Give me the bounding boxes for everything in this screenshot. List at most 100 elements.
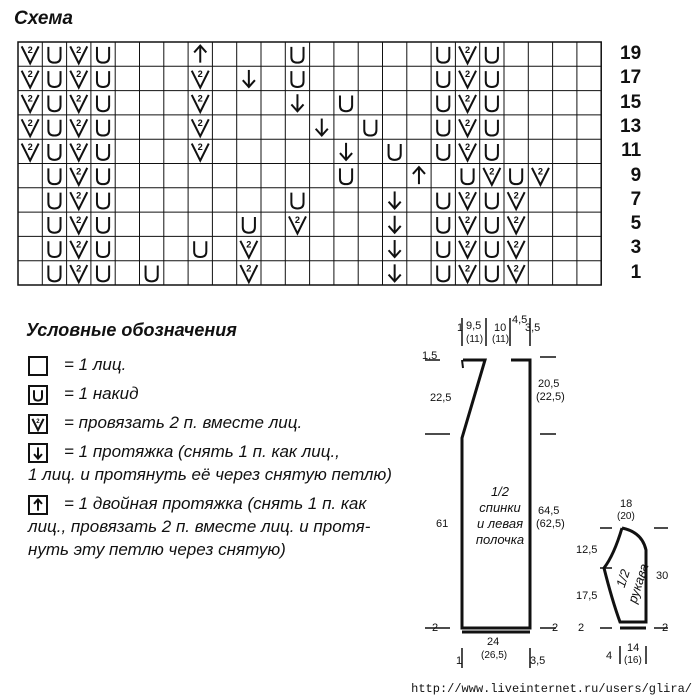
- chart-grid: [17, 41, 602, 286]
- yarn-over-symbol: [509, 168, 524, 186]
- yarn-over-symbol: [47, 119, 62, 137]
- k2tog-symbol: [239, 264, 259, 285]
- k2tog-symbol: [458, 216, 477, 236]
- svg-text:2: 2: [465, 118, 470, 128]
- piece-label-line: спинки: [479, 500, 521, 515]
- k2tog-symbol: [20, 94, 40, 115]
- dim-bottom-width-alt: (26,5): [481, 650, 508, 661]
- svg-text:2: 2: [76, 69, 81, 79]
- svg-text:2: 2: [514, 215, 519, 225]
- legend-text: лиц., провязать 2 п. вместе лиц. и протя…: [28, 517, 371, 536]
- svg-text:2: 2: [198, 142, 203, 152]
- row-number: 5: [630, 213, 642, 235]
- yarn-over-symbol: [484, 71, 499, 88]
- yarn-over-symbol: [144, 265, 159, 283]
- svg-text:2: 2: [198, 69, 203, 79]
- svg-text:2: 2: [76, 45, 81, 55]
- k2tog-symbol: [458, 143, 477, 163]
- svg-text:2: 2: [28, 45, 33, 55]
- k2tog-symbol: [239, 240, 259, 261]
- dim-top-c: 4,5: [512, 314, 528, 326]
- yarn-over-symbol: [436, 46, 451, 64]
- yarn-over-symbol: [484, 216, 499, 234]
- k2tog-symbol: [506, 216, 526, 236]
- svg-text:2: 2: [76, 142, 81, 152]
- yarn-over-symbol: [47, 71, 62, 88]
- sleeve-outline: [602, 526, 648, 624]
- yarn-over-symbol: [436, 144, 451, 161]
- svg-text:2: 2: [465, 69, 470, 79]
- k2tog-symbol: [69, 70, 89, 90]
- k2tog-symbol: [458, 70, 477, 90]
- svg-text:2: 2: [76, 215, 81, 225]
- yarn-over-symbol: [436, 192, 451, 210]
- dim-side: 61: [436, 518, 449, 530]
- svg-text:2: 2: [295, 215, 300, 225]
- legend-symbol-skp: [28, 443, 48, 463]
- yarn-over-symbol: [95, 71, 111, 88]
- k2tog-symbol: [458, 240, 477, 261]
- k2tog-symbol: [458, 45, 477, 66]
- dim-top-b: 10: [494, 322, 507, 334]
- yarn-over-symbol: [95, 119, 111, 137]
- k2tog-symbol: [506, 264, 526, 285]
- k2tog-symbol: [482, 167, 502, 188]
- k2tog-symbol: [458, 191, 477, 212]
- k2tog-symbol: [190, 94, 210, 115]
- yarn-over-symbol: [436, 119, 451, 137]
- svg-text:2: 2: [76, 239, 81, 249]
- svg-text:2: 2: [198, 118, 203, 128]
- dim-sleeve-cap: 12,5: [576, 544, 598, 556]
- svg-text:2: 2: [489, 166, 494, 176]
- dim-sleeve-lower: 17,5: [576, 590, 598, 602]
- legend-symbol-yarn-over: [28, 385, 48, 405]
- dim-sleeve-bottom-4: 4: [606, 650, 613, 662]
- dim-top-d: 3,5: [525, 322, 541, 334]
- dim-sleeve-hem-right: 2: [662, 622, 669, 634]
- yarn-over-symbol: [47, 241, 62, 259]
- k2tog-symbol: [31, 418, 45, 432]
- svg-text:2: 2: [246, 264, 251, 274]
- svg-text:2: 2: [514, 239, 519, 249]
- dim-top-a: 9,5: [466, 320, 482, 332]
- yarn-over-symbol: [193, 241, 208, 259]
- svg-text:2: 2: [76, 264, 81, 274]
- legend-symbol-knit: [28, 356, 48, 376]
- k2tog-symbol: [458, 94, 477, 115]
- yarn-over-symbol: [95, 265, 111, 283]
- yarn-over-symbol: [484, 46, 499, 64]
- source-url: http://www.liveinternet.ru/users/glira/: [411, 682, 692, 696]
- yarn-over-symbol: [47, 192, 62, 210]
- legend-text: нуть эту петлю через снятую): [28, 540, 286, 559]
- piece-label-line: и левая: [476, 516, 524, 531]
- dim-length-alt: (62,5): [536, 518, 565, 530]
- svg-text:2: 2: [514, 191, 519, 201]
- svg-text:2: 2: [198, 94, 203, 104]
- k2tog-symbol: [69, 94, 89, 115]
- dim-top-1: 1: [457, 322, 464, 334]
- yarn-over-symbol: [484, 95, 499, 113]
- svg-text:2: 2: [538, 166, 543, 176]
- row-number: 3: [630, 237, 642, 259]
- dim-bottom-width: 24: [487, 636, 500, 648]
- svg-text:2: 2: [76, 118, 81, 128]
- yarn-over-symbol: [290, 71, 305, 88]
- svg-text:2: 2: [246, 239, 251, 249]
- dim-sleeve-top-alt: (20): [617, 511, 635, 522]
- dim-sleeve-top: 18: [620, 498, 633, 510]
- legend-text: 1 лиц. и протянуть её через снятую петлю…: [28, 465, 392, 484]
- yarn-over-symbol: [484, 265, 499, 283]
- svg-text:2: 2: [465, 239, 470, 249]
- dim-hem-right: 2: [552, 622, 559, 634]
- dim-armhole-alt: (22,5): [536, 391, 565, 403]
- dim-bottom-35: 3,5: [530, 655, 546, 667]
- svg-text:2: 2: [36, 418, 40, 425]
- k2tog-symbol: [531, 167, 550, 188]
- yarn-over-symbol: [436, 241, 451, 259]
- yarn-over-symbol: [47, 216, 62, 234]
- svg-text:2: 2: [76, 191, 81, 201]
- yarn-over-symbol: [338, 95, 354, 113]
